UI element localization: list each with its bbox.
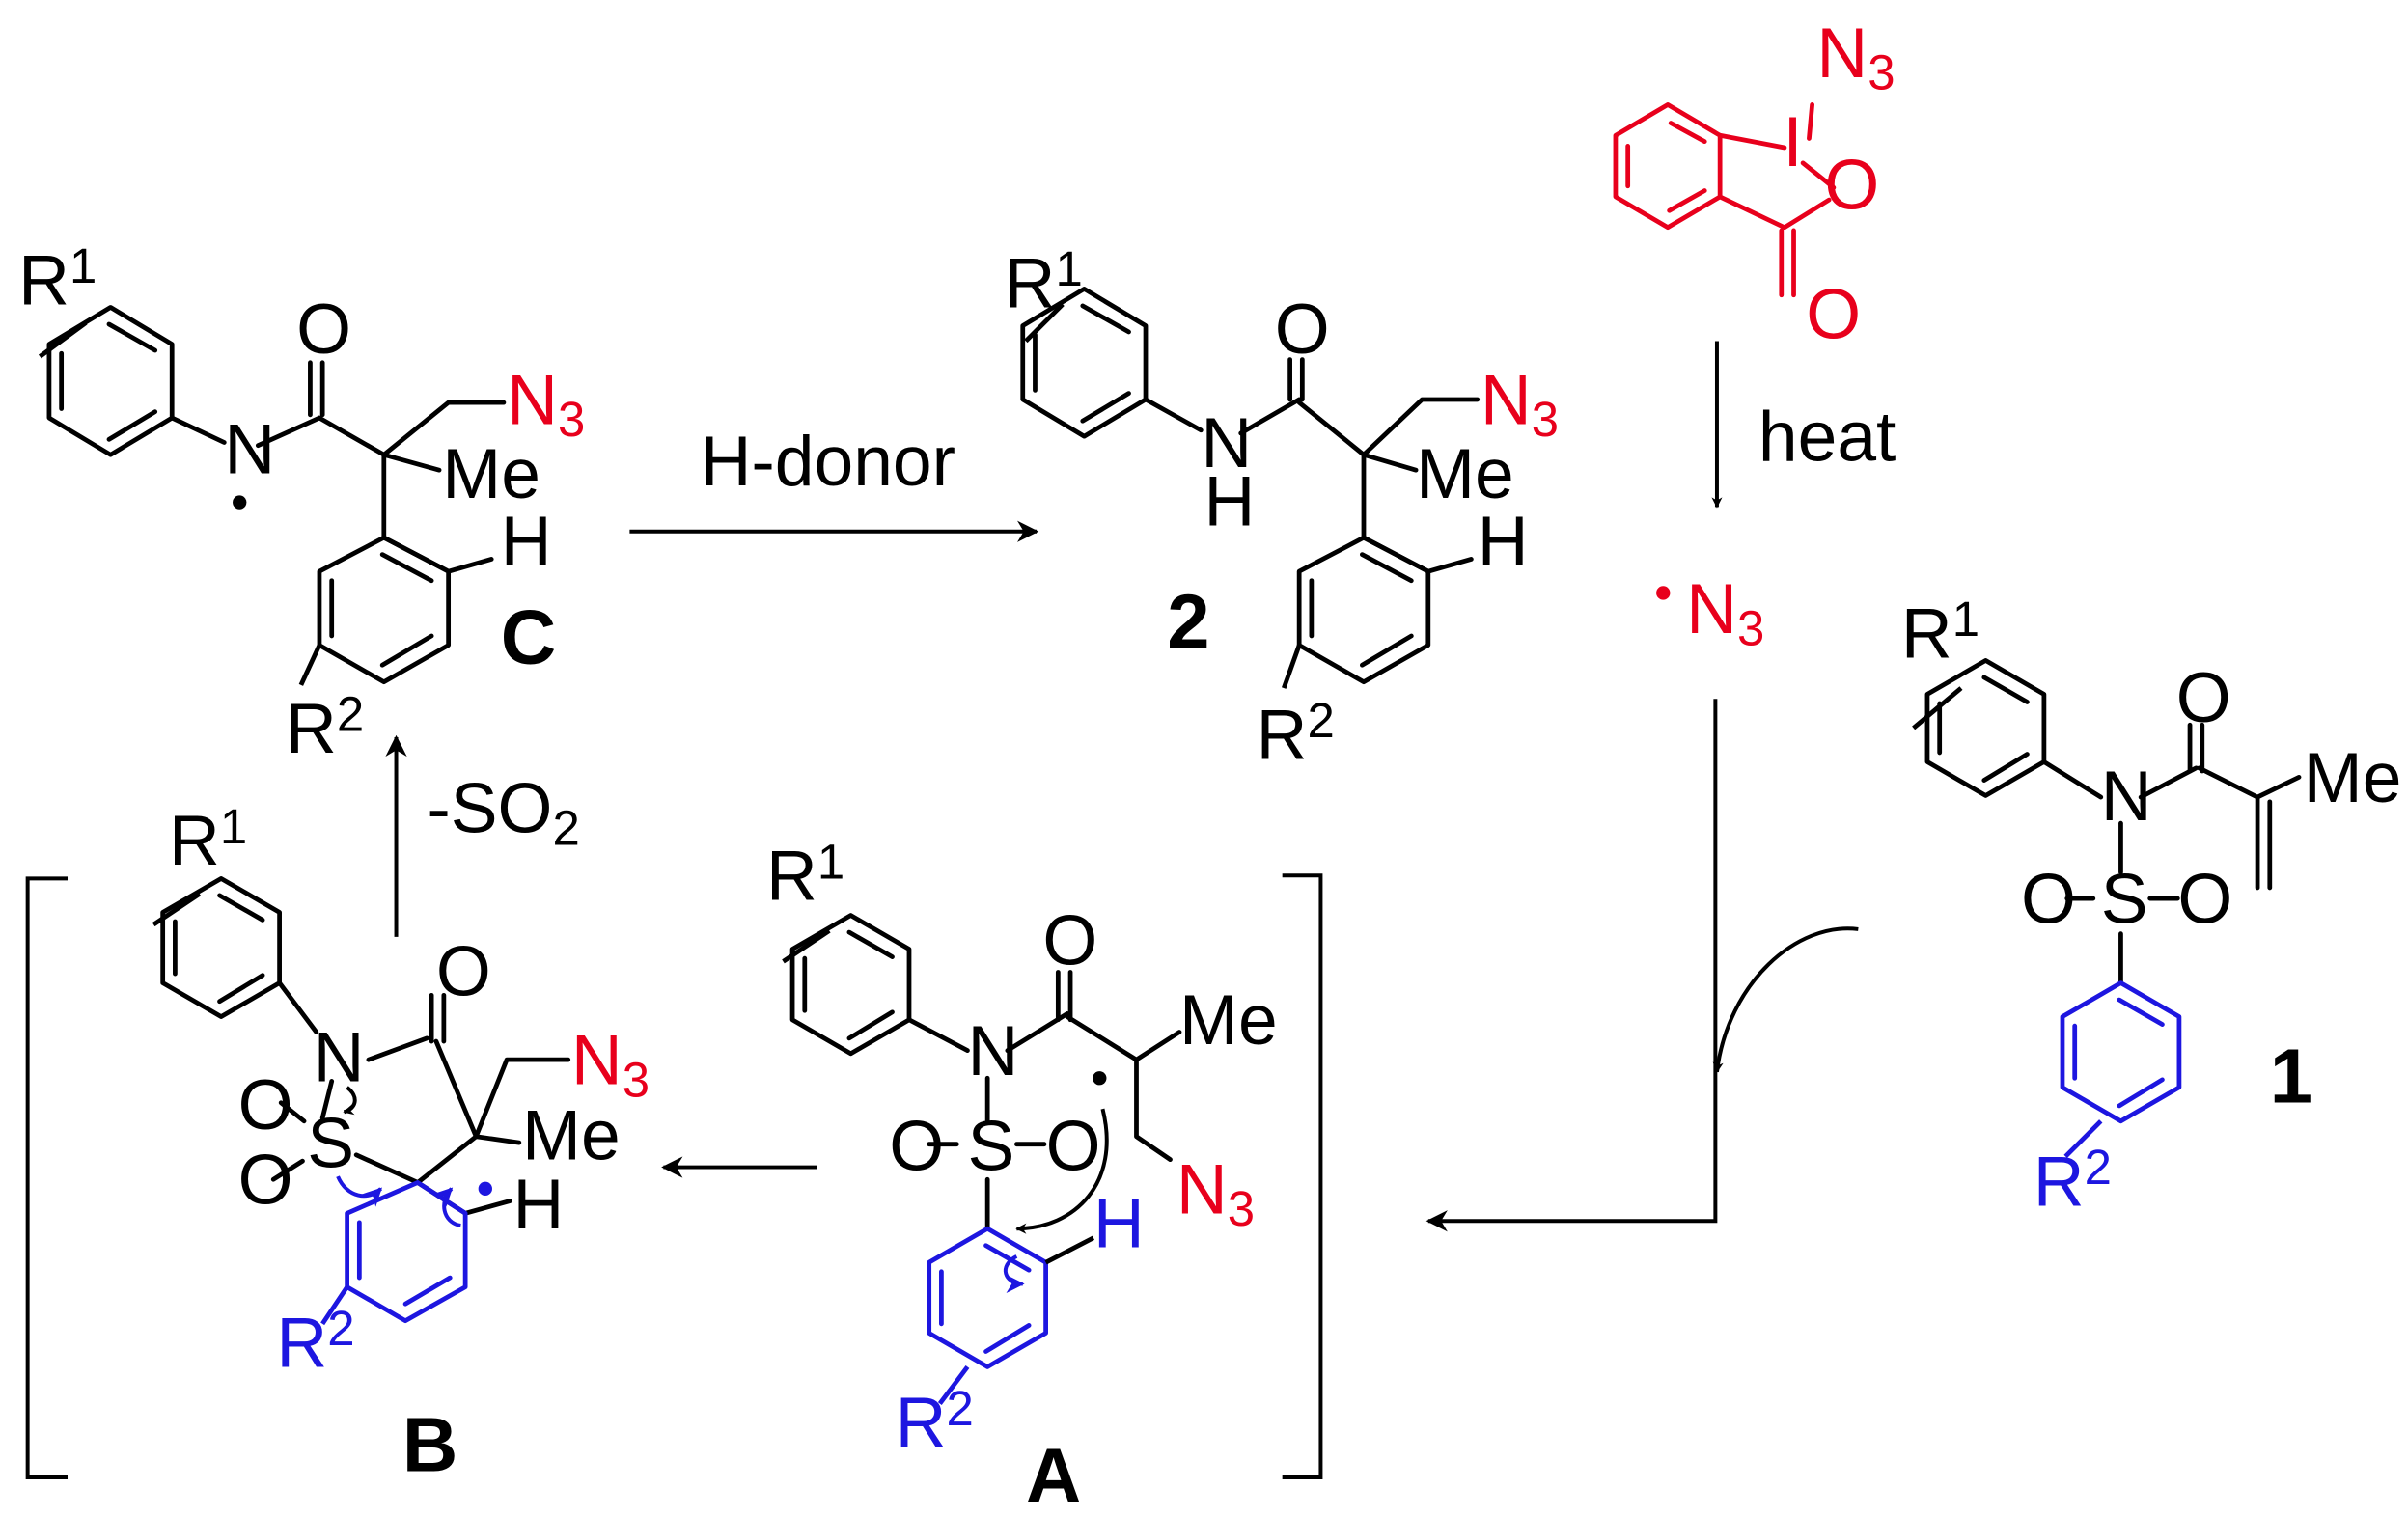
compound-1-carbonyl-o: O [2176, 658, 2231, 737]
carbonyl-oxygen: O [1806, 274, 1861, 353]
product-2-amide-hydrogen: H [1204, 461, 1256, 540]
intermediate-c-r2: R2 [286, 687, 364, 768]
intermediate-b-nitrogen: N [314, 1017, 365, 1096]
reagent-structure-bonds [1613, 102, 1837, 298]
intermediate-b-label: B [402, 1402, 457, 1488]
compound-1-sulfonyl-o-left: O [2021, 860, 2076, 939]
intermediate-b-r1: R1 [169, 799, 247, 880]
compound-1-sulfonyl-o-right: O [2177, 860, 2232, 939]
compound-1-methyl: Me [2304, 738, 2402, 817]
azide-radical-label: N3 [1686, 569, 1764, 656]
intermediate-b-bonds [160, 876, 571, 1216]
right-bracket [1282, 873, 1323, 1479]
intermediate-a-sulfonyl-o-left: O [889, 1107, 944, 1186]
intermediate-b-o-bottom: O [238, 1141, 293, 1220]
radical-dot [1656, 586, 1671, 600]
azide-radical: N3 [1656, 569, 1764, 656]
azide-group: N3 [1816, 14, 1895, 100]
product-2-r1: R1 [1005, 241, 1083, 322]
intermediate-c-r2-bond [298, 644, 322, 686]
h-donor-label: H-donor [701, 422, 955, 501]
intermediate-a-r1: R1 [766, 834, 844, 915]
intermediate-b-electron-arrow-right [432, 1187, 461, 1227]
compound-1-r1: R1 [1901, 592, 1979, 673]
product-2-amide-nitrogen: N [1201, 403, 1252, 482]
product-2: R1 O N3 N H Me H R2 2 [1005, 241, 1559, 774]
compound-1: R1 N O Me O S O R2 1 [1901, 592, 2402, 1221]
intermediate-c-azide: N3 [507, 360, 585, 447]
intermediate-a: R1 N O Me O S O N3 H R2 A [766, 834, 1278, 1516]
compound-1-sulfur: S [2101, 860, 2148, 939]
intermediate-a-hydrogen: H [1093, 1183, 1145, 1262]
so2-loss-label: -SO2 [427, 769, 579, 856]
intermediate-a-radical-dot [1093, 1071, 1107, 1086]
intermediate-b-radical-dot [478, 1181, 492, 1196]
intermediate-b-aryl-ring [345, 1180, 468, 1324]
intermediate-b-methyl: Me [522, 1096, 621, 1175]
intermediate-b: R1 N O N3 O S O Me H R2 B [152, 799, 650, 1488]
compound-1-bonds [1924, 658, 2302, 985]
addition-arrow [1425, 699, 1718, 1232]
curved-attack-arrow [1712, 926, 1859, 1074]
product-2-r1-bond [1024, 302, 1065, 344]
intermediate-c-label: C [501, 594, 556, 680]
intermediate-c-aryl-ring [317, 535, 452, 685]
intermediate-a-azide: N3 [1176, 1149, 1255, 1236]
intermediate-c-radical-dot [233, 495, 247, 510]
product-2-hydrogen: H [1478, 502, 1529, 581]
left-bracket [25, 876, 69, 1479]
intermediate-c-nitrogen: N [224, 409, 275, 488]
intermediate-c-r1-bond [38, 320, 88, 359]
intermediate-a-h-bond [1044, 1235, 1095, 1265]
intermediate-b-r2-bond [320, 1285, 349, 1326]
intermediate-c-methyl: Me [442, 434, 540, 513]
intermediate-a-r2: R2 [896, 1381, 974, 1462]
intermediate-b-hydrogen: H [512, 1165, 564, 1244]
intermediate-b-o-top: O [238, 1065, 293, 1144]
intermediate-a-bonds [789, 913, 1182, 1231]
intermediate-a-label: A [1026, 1432, 1081, 1516]
intermediate-c: R1 O N3 N Me H R2 C [18, 238, 585, 768]
intermediate-a-electron-arrow [1003, 1254, 1025, 1294]
intermediate-a-r2-bond [937, 1364, 970, 1406]
compound-1-r1-bond [1912, 686, 1963, 730]
intermediate-a-sulfonyl-o-right: O [1046, 1107, 1101, 1186]
intermediate-a-cyclization-arrow [1015, 1108, 1109, 1234]
intermediate-b-carbonyl-o: O [436, 931, 491, 1010]
intermediate-a-methyl: Me [1179, 980, 1278, 1060]
compound-1-nitrogen: N [2101, 757, 2152, 836]
ring-oxygen: O [1824, 146, 1879, 225]
product-2-r2: R2 [1257, 693, 1335, 774]
product-2-r2-bond [1281, 644, 1302, 689]
product-2-aryl-ring [1296, 535, 1431, 685]
compound-1-label: 1 [2270, 1034, 2312, 1119]
intermediate-a-aryl-ring [927, 1226, 1048, 1369]
intermediate-a-carbonyl-o: O [1042, 901, 1097, 980]
compound-1-aryl-ring [2060, 980, 2182, 1124]
heat-label: heat [1758, 398, 1896, 477]
intermediate-c-hydrogen: H [501, 502, 552, 581]
intermediate-c-r1: R1 [18, 238, 97, 319]
intermediate-b-sulfur: S [307, 1104, 354, 1183]
intermediate-b-electron-arrow-left [336, 1175, 383, 1207]
intermediate-a-r1-bond [782, 928, 831, 964]
intermediate-b-azide: N3 [571, 1021, 650, 1108]
product-2-methyl: Me [1416, 434, 1514, 513]
intermediate-c-carbonyl-o: O [296, 289, 351, 369]
iodine-atom: I [1783, 102, 1802, 181]
product-2-label: 2 [1167, 579, 1209, 665]
intermediate-b-n-s-cleavage-arrow [343, 1086, 357, 1116]
product-2-carbonyl-o: O [1275, 289, 1330, 369]
intermediate-a-sulfur: S [967, 1107, 1014, 1186]
compound-1-r2-bond [2063, 1119, 2103, 1159]
azidobenziodoxolone-reagent: I N3 O O [1613, 14, 1896, 353]
intermediate-c-bonds [46, 305, 507, 574]
intermediate-b-r2: R2 [276, 1301, 354, 1382]
intermediate-b-r1-bond [152, 892, 202, 927]
compound-1-r2: R2 [2034, 1140, 2112, 1221]
product-2-azide: N3 [1481, 360, 1559, 447]
intermediate-a-nitrogen: N [967, 1011, 1018, 1090]
